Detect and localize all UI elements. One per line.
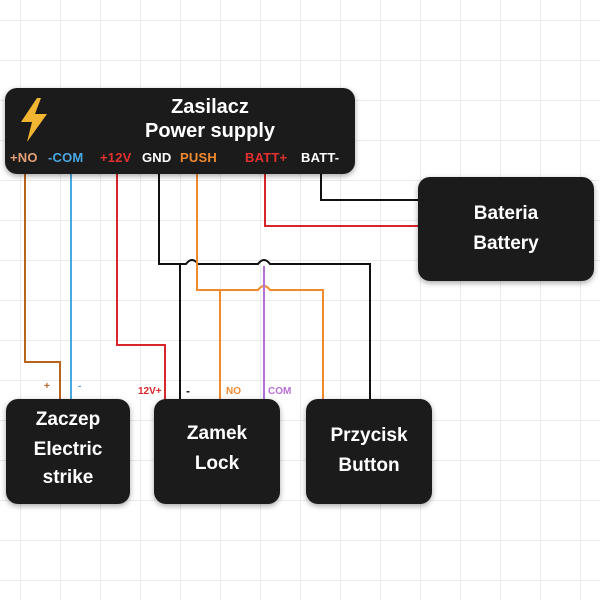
button-box: Przycisk Button <box>306 399 432 504</box>
batt-minus-wire <box>320 170 420 201</box>
lock-label-en: Lock <box>194 453 240 474</box>
push-wire <box>196 170 324 400</box>
lock-box: Zamek Lock <box>154 399 280 504</box>
button-label-en: Button <box>338 455 400 476</box>
no-wire <box>24 170 61 400</box>
gnd-wire-to-button <box>159 259 371 400</box>
button-label-pl: Przycisk <box>330 425 408 446</box>
terminal-batt-plus: BATT+ <box>245 150 288 165</box>
strike-plus-label: + <box>42 381 52 392</box>
lock-no-label: NO <box>224 386 243 397</box>
strike-label-en-1: Electric <box>33 439 103 460</box>
strike-minus-label: - <box>76 381 84 392</box>
terminal-no: +NO <box>10 150 38 165</box>
lock-12v-label: 12V+ <box>136 386 164 397</box>
terminal-gnd: GND <box>142 150 172 165</box>
terminal-12v: +12V <box>100 150 132 165</box>
battery-box: Bateria Battery <box>418 177 594 281</box>
batt-plus-wire <box>264 170 420 227</box>
lock-com-label: COM <box>266 386 294 397</box>
power-supply-box: Zasilacz Power supply +NO -COM +12V GND … <box>5 88 355 174</box>
lock-label-pl: Zamek <box>186 423 248 444</box>
battery-label-en: Battery <box>473 233 539 254</box>
electric-strike-box: Zaczep Electric strike <box>6 399 130 504</box>
v12-wire <box>116 170 166 400</box>
strike-label-en-2: strike <box>42 467 94 488</box>
lightning-bolt-icon <box>17 98 51 147</box>
power-supply-title-en: Power supply <box>144 120 276 142</box>
terminal-com: -COM <box>48 150 84 165</box>
battery-label-pl: Bateria <box>473 203 539 224</box>
strike-label-pl: Zaczep <box>35 409 101 430</box>
gnd-wire <box>158 170 181 400</box>
power-supply-title-pl: Zasilacz <box>171 96 249 118</box>
terminal-batt-minus: BATT- <box>301 150 340 165</box>
terminal-push: PUSH <box>180 150 217 165</box>
lock-minus-label: - <box>184 384 192 398</box>
